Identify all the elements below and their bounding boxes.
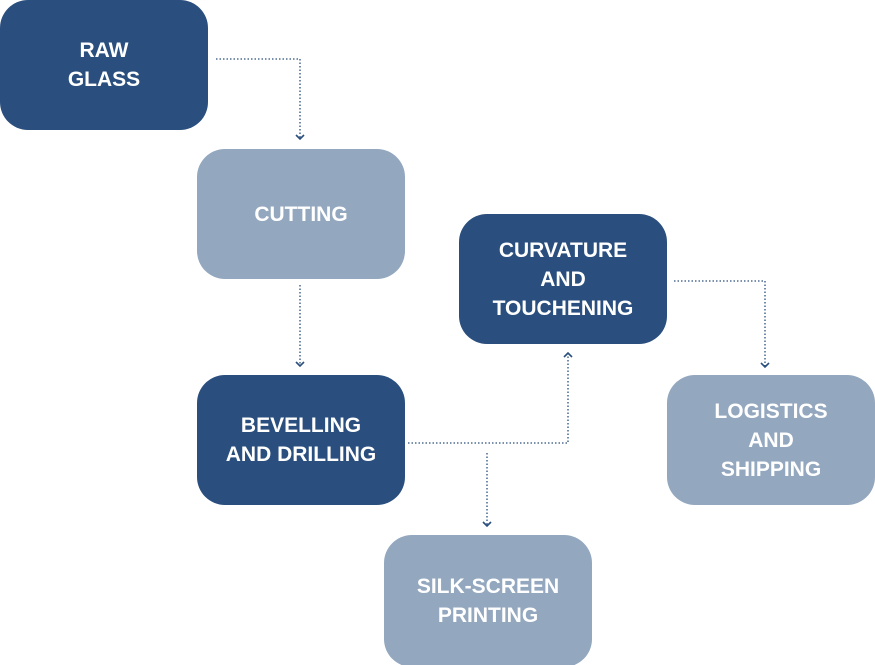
node-bevelling: BEVELLING AND DRILLING bbox=[197, 375, 405, 505]
node-logistics: LOGISTICS AND SHIPPING bbox=[667, 375, 875, 505]
node-label: BEVELLING AND DRILLING bbox=[225, 414, 377, 466]
node-label: CUTTING bbox=[254, 202, 348, 226]
node-label: RAW GLASS bbox=[67, 39, 141, 91]
edge-curvature-to-logistics bbox=[674, 280, 766, 366]
arrowhead-cutting bbox=[295, 134, 305, 141]
node-label: CURVATURE AND TOUCHENING bbox=[492, 238, 634, 320]
node-label: LOGISTICS AND SHIPPING bbox=[714, 399, 828, 481]
node-cutting: CUTTING bbox=[197, 149, 405, 279]
arrowhead-logistics bbox=[760, 362, 770, 369]
node-label: SILK-SCREEN PRINTING bbox=[416, 575, 560, 627]
arrowhead-bevelling bbox=[295, 361, 305, 368]
node-silk-screen: SILK-SCREEN PRINTING bbox=[384, 535, 592, 665]
node-curvature: CURVATURE AND TOUCHENING bbox=[459, 214, 667, 344]
node-raw-glass: RAW GLASS bbox=[0, 0, 208, 130]
edge-raw-glass-to-cutting bbox=[216, 58, 301, 138]
arrowhead-curvature bbox=[563, 351, 573, 358]
arrowhead-silk-screen bbox=[482, 521, 492, 528]
edge-bevelling-to-curvature bbox=[408, 354, 569, 444]
